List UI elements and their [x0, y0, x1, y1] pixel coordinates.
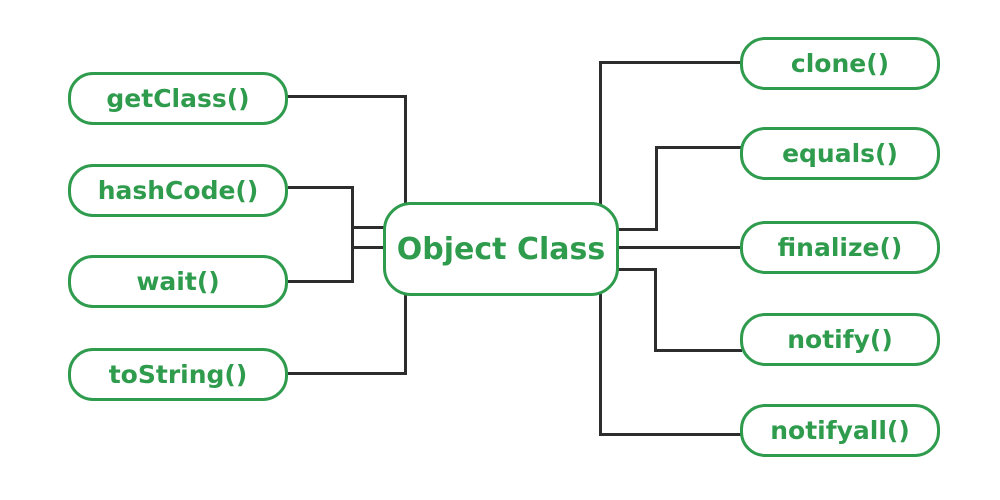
connector-notify-horizontal	[654, 349, 742, 352]
connector-getclass-horizontal	[286, 95, 407, 98]
node-clone: clone()	[740, 37, 940, 90]
node-tostring-label: toString()	[108, 360, 248, 389]
node-finalize: finalize()	[740, 221, 940, 274]
connector-left-stub-lower	[351, 246, 385, 249]
connector-left-shared-vertical	[351, 186, 354, 283]
connector-wait-horizontal	[286, 280, 354, 283]
connector-hashcode-horizontal	[288, 186, 354, 189]
node-equals: equals()	[740, 127, 940, 180]
connector-finalize-horizontal	[616, 246, 742, 249]
node-object-class: Object Class	[383, 202, 619, 296]
node-hashcode: hashCode()	[68, 164, 288, 217]
node-clone-label: clone()	[790, 49, 890, 78]
node-notify-label: notify()	[787, 325, 893, 354]
connector-notifyall-horizontal	[599, 433, 742, 436]
connector-tostring-vertical	[404, 294, 407, 375]
connector-tostring-horizontal	[288, 372, 407, 375]
connector-notifyall-vertical	[599, 294, 602, 436]
connector-notify-stub	[616, 268, 657, 271]
node-tostring: toString()	[68, 348, 288, 401]
connector-equals-horizontal	[655, 146, 742, 149]
node-wait-label: wait()	[136, 267, 220, 296]
connector-clone-vertical	[599, 61, 602, 205]
node-getclass-label: getClass()	[106, 84, 250, 113]
connector-getclass-vertical	[404, 95, 407, 205]
connector-left-stub-upper	[351, 226, 385, 229]
node-wait: wait()	[68, 255, 288, 308]
connector-clone-horizontal	[599, 61, 742, 64]
node-notifyall: notifyall()	[740, 404, 940, 457]
node-notifyall-label: notifyall()	[770, 416, 910, 445]
connector-equals-vertical	[655, 146, 658, 231]
connector-notify-vertical	[654, 268, 657, 352]
node-notify: notify()	[740, 313, 940, 366]
connector-equals-stub	[616, 228, 658, 231]
node-hashcode-label: hashCode()	[97, 176, 259, 205]
node-equals-label: equals()	[782, 139, 898, 168]
node-finalize-label: finalize()	[777, 233, 903, 262]
node-getclass: getClass()	[68, 72, 288, 125]
node-object-class-label: Object Class	[396, 231, 606, 267]
